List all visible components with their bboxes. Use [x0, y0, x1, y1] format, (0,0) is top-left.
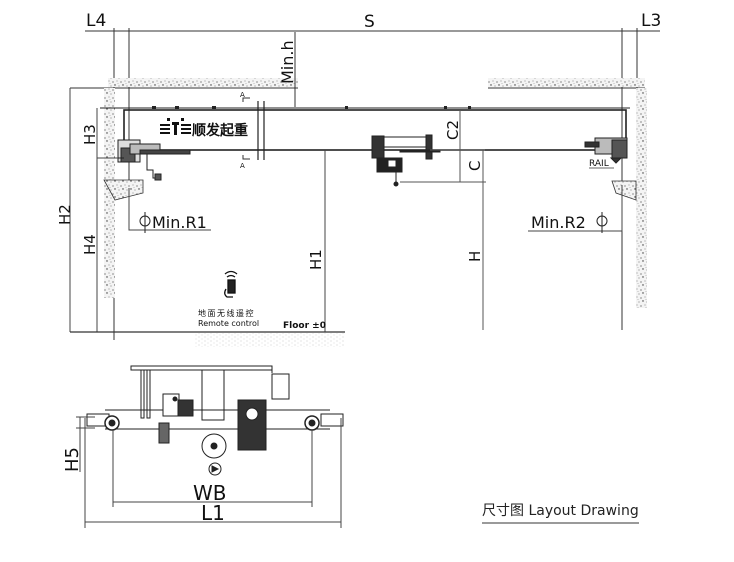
ceiling-concrete-right — [488, 78, 645, 87]
ceiling-concrete-left — [108, 78, 298, 87]
hook-symbol-icon — [596, 212, 608, 233]
girder-bolts — [152, 106, 471, 109]
left-vertical-dims — [69, 88, 118, 332]
dim-label-c2: C2 — [444, 120, 462, 140]
wb-dimension — [112, 430, 313, 507]
caption-en: Layout Drawing — [528, 503, 639, 519]
section-mark-a-top: A — [240, 91, 250, 102]
dim-label-s: S — [364, 12, 375, 32]
rail-label: RAIL — [589, 159, 609, 169]
floor-label: Floor ±0 — [283, 321, 326, 331]
remote-label-cn: 地面无线遥控 — [198, 308, 255, 318]
wireless-remote-icon — [224, 270, 238, 298]
dim-label-h1: H1 — [307, 249, 325, 270]
min-r1-marker: Min.R1 — [128, 188, 211, 233]
dim-label-h2: H2 — [56, 204, 74, 225]
dim-label-wb: WB — [193, 481, 227, 505]
c-dimensions — [400, 110, 486, 330]
right-wall — [611, 88, 647, 308]
dim-label-c: C — [466, 161, 484, 171]
hook-symbol-icon — [139, 212, 151, 233]
side-view-trolley — [105, 365, 330, 476]
section-mark-a-bottom: A — [240, 155, 250, 170]
left-wall — [103, 88, 144, 298]
brand-logo: 顺发起重 — [160, 118, 248, 139]
dim-label-h4: H4 — [81, 234, 99, 255]
top-dimension-line — [85, 28, 660, 340]
brand-logo-icon — [160, 118, 191, 135]
left-end-carriage — [100, 139, 191, 181]
dim-label-min-h: Min.h — [278, 40, 297, 84]
layout-drawing-caption: 尺寸图 Layout Drawing — [482, 500, 639, 524]
remote-label-en: Remote control — [198, 319, 259, 328]
right-end-carriage — [584, 137, 628, 164]
side-view-right-wheel — [304, 413, 344, 431]
svg-text:A: A — [240, 162, 245, 170]
floor-hatch — [195, 333, 345, 347]
brand-logo-text: 顺发起重 — [192, 122, 248, 139]
dim-label-h: H — [466, 251, 484, 262]
dim-label-l4: L4 — [86, 11, 106, 31]
l1-dimension — [84, 418, 342, 528]
caption-cn: 尺寸图 — [482, 503, 524, 519]
svg-text:A: A — [240, 91, 245, 99]
dim-label-l1: L1 — [201, 501, 225, 525]
dim-label-l3: L3 — [641, 11, 661, 31]
dim-label-min-r2: Min.R2 — [531, 213, 586, 232]
dim-label-h5: H5 — [62, 447, 83, 472]
min-r2-marker: Min.R2 — [528, 185, 623, 233]
dim-label-h3: H3 — [81, 124, 99, 145]
dim-label-min-r1: Min.R1 — [152, 213, 207, 232]
hoist-trolley — [371, 134, 441, 187]
